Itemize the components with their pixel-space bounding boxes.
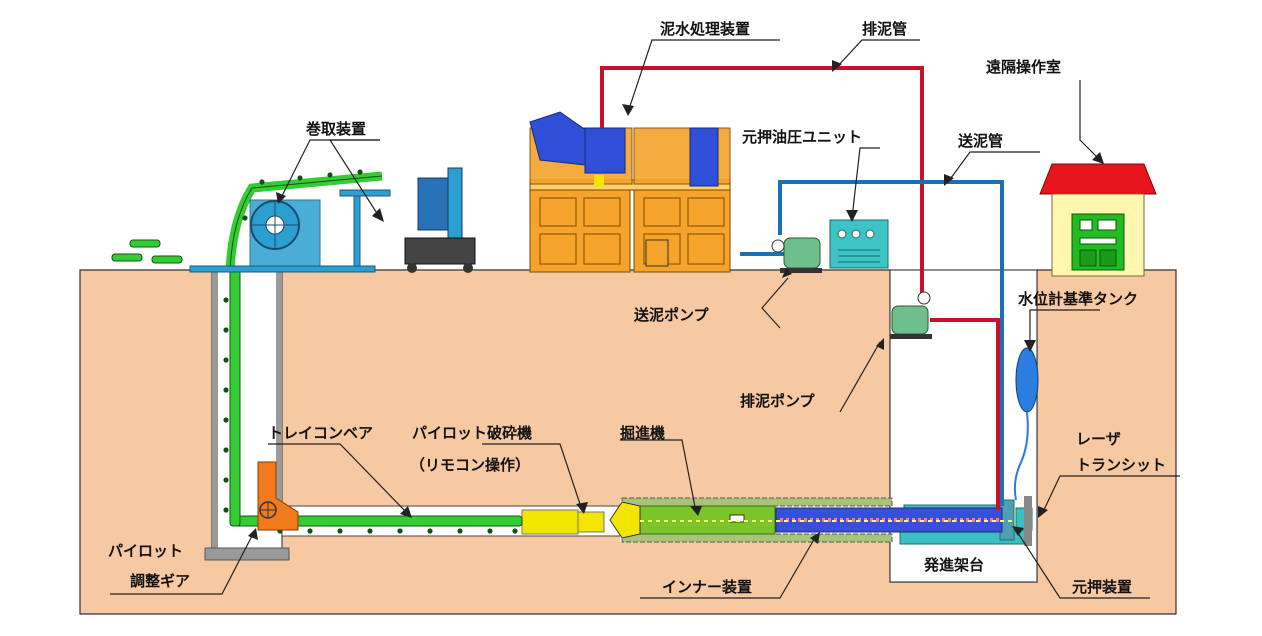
boring-assembly (609, 497, 1014, 543)
leader-arrowheads (248, 60, 1104, 544)
tray-conveyor (111, 169, 523, 534)
label-water-level-tank: 水位計基準タンク (1018, 290, 1138, 308)
label-winding-device: 巻取装置 (305, 120, 366, 138)
conveyor-vertical (229, 269, 241, 527)
winding-hydraulic-unit (404, 167, 476, 273)
remote-control-room (1039, 163, 1157, 277)
label-launch-frame: 発進架台 (923, 556, 984, 574)
label-tray-conveyor: トレイコンベア (268, 424, 373, 442)
conveyor-surface-arc-edge (229, 175, 383, 273)
discharge-pump (890, 291, 932, 339)
label-remote-control: （リモコン操作） (410, 456, 530, 474)
pilot-adjustment-gear (257, 461, 299, 531)
pilot-crusher (521, 509, 605, 535)
winding-device (189, 189, 391, 273)
spare-trays (111, 239, 183, 264)
label-feed-pump: 送泥ポンプ (633, 306, 710, 324)
casing-upper (621, 497, 893, 507)
main-jack-hydraulic-unit (829, 219, 889, 269)
ground-section (79, 269, 1177, 615)
label-pilot-crusher: パイロット破砕機 (412, 424, 532, 442)
separator (584, 127, 626, 174)
dewatering-unit (529, 111, 731, 273)
feed-pump (771, 237, 822, 273)
water-level-tank (1013, 347, 1039, 501)
winding-arm (339, 189, 391, 197)
shaft-base (204, 547, 290, 561)
cyclone (689, 127, 719, 187)
label-discharge-pipe: 排泥管 (862, 20, 907, 38)
label-laser-line1: レーザ (1076, 430, 1121, 448)
label-inner-device: インナー装置 (662, 578, 752, 596)
casing-lower (621, 533, 893, 543)
conveyor-rollers (223, 169, 518, 534)
shaft-wall-right (276, 270, 282, 506)
label-remote-room: 遠隔操作室 (986, 58, 1061, 76)
frame-leg (1024, 496, 1032, 546)
pilot-crusher-head (577, 511, 605, 533)
label-boring-machine: 掘進機 (620, 424, 665, 442)
winding-deck (189, 265, 376, 273)
label-feed-pipe: 送泥管 (957, 132, 1003, 150)
label-pilot-gear-line2: 調整ギア (130, 572, 190, 590)
dewatering-tank-left (529, 189, 631, 273)
winding-post (353, 195, 361, 267)
label-laser-line2: トランシット (1076, 456, 1166, 474)
feed-pipe (740, 180, 1004, 506)
house-roof (1039, 163, 1157, 195)
label-hydraulic-unit: 元押油圧ユニット (742, 128, 862, 146)
label-discharge-pump: 排泥ポンプ (740, 392, 816, 410)
shaft-wall-left (212, 270, 218, 550)
label-dewatering-unit: 泥水処理装置 (660, 20, 750, 38)
label-pilot-gear-line1: パイロット (108, 542, 183, 560)
label-main-jack: 元押装置 (1072, 578, 1132, 596)
pilot-crusher-body (521, 509, 579, 535)
leader-lines (110, 39, 1180, 599)
